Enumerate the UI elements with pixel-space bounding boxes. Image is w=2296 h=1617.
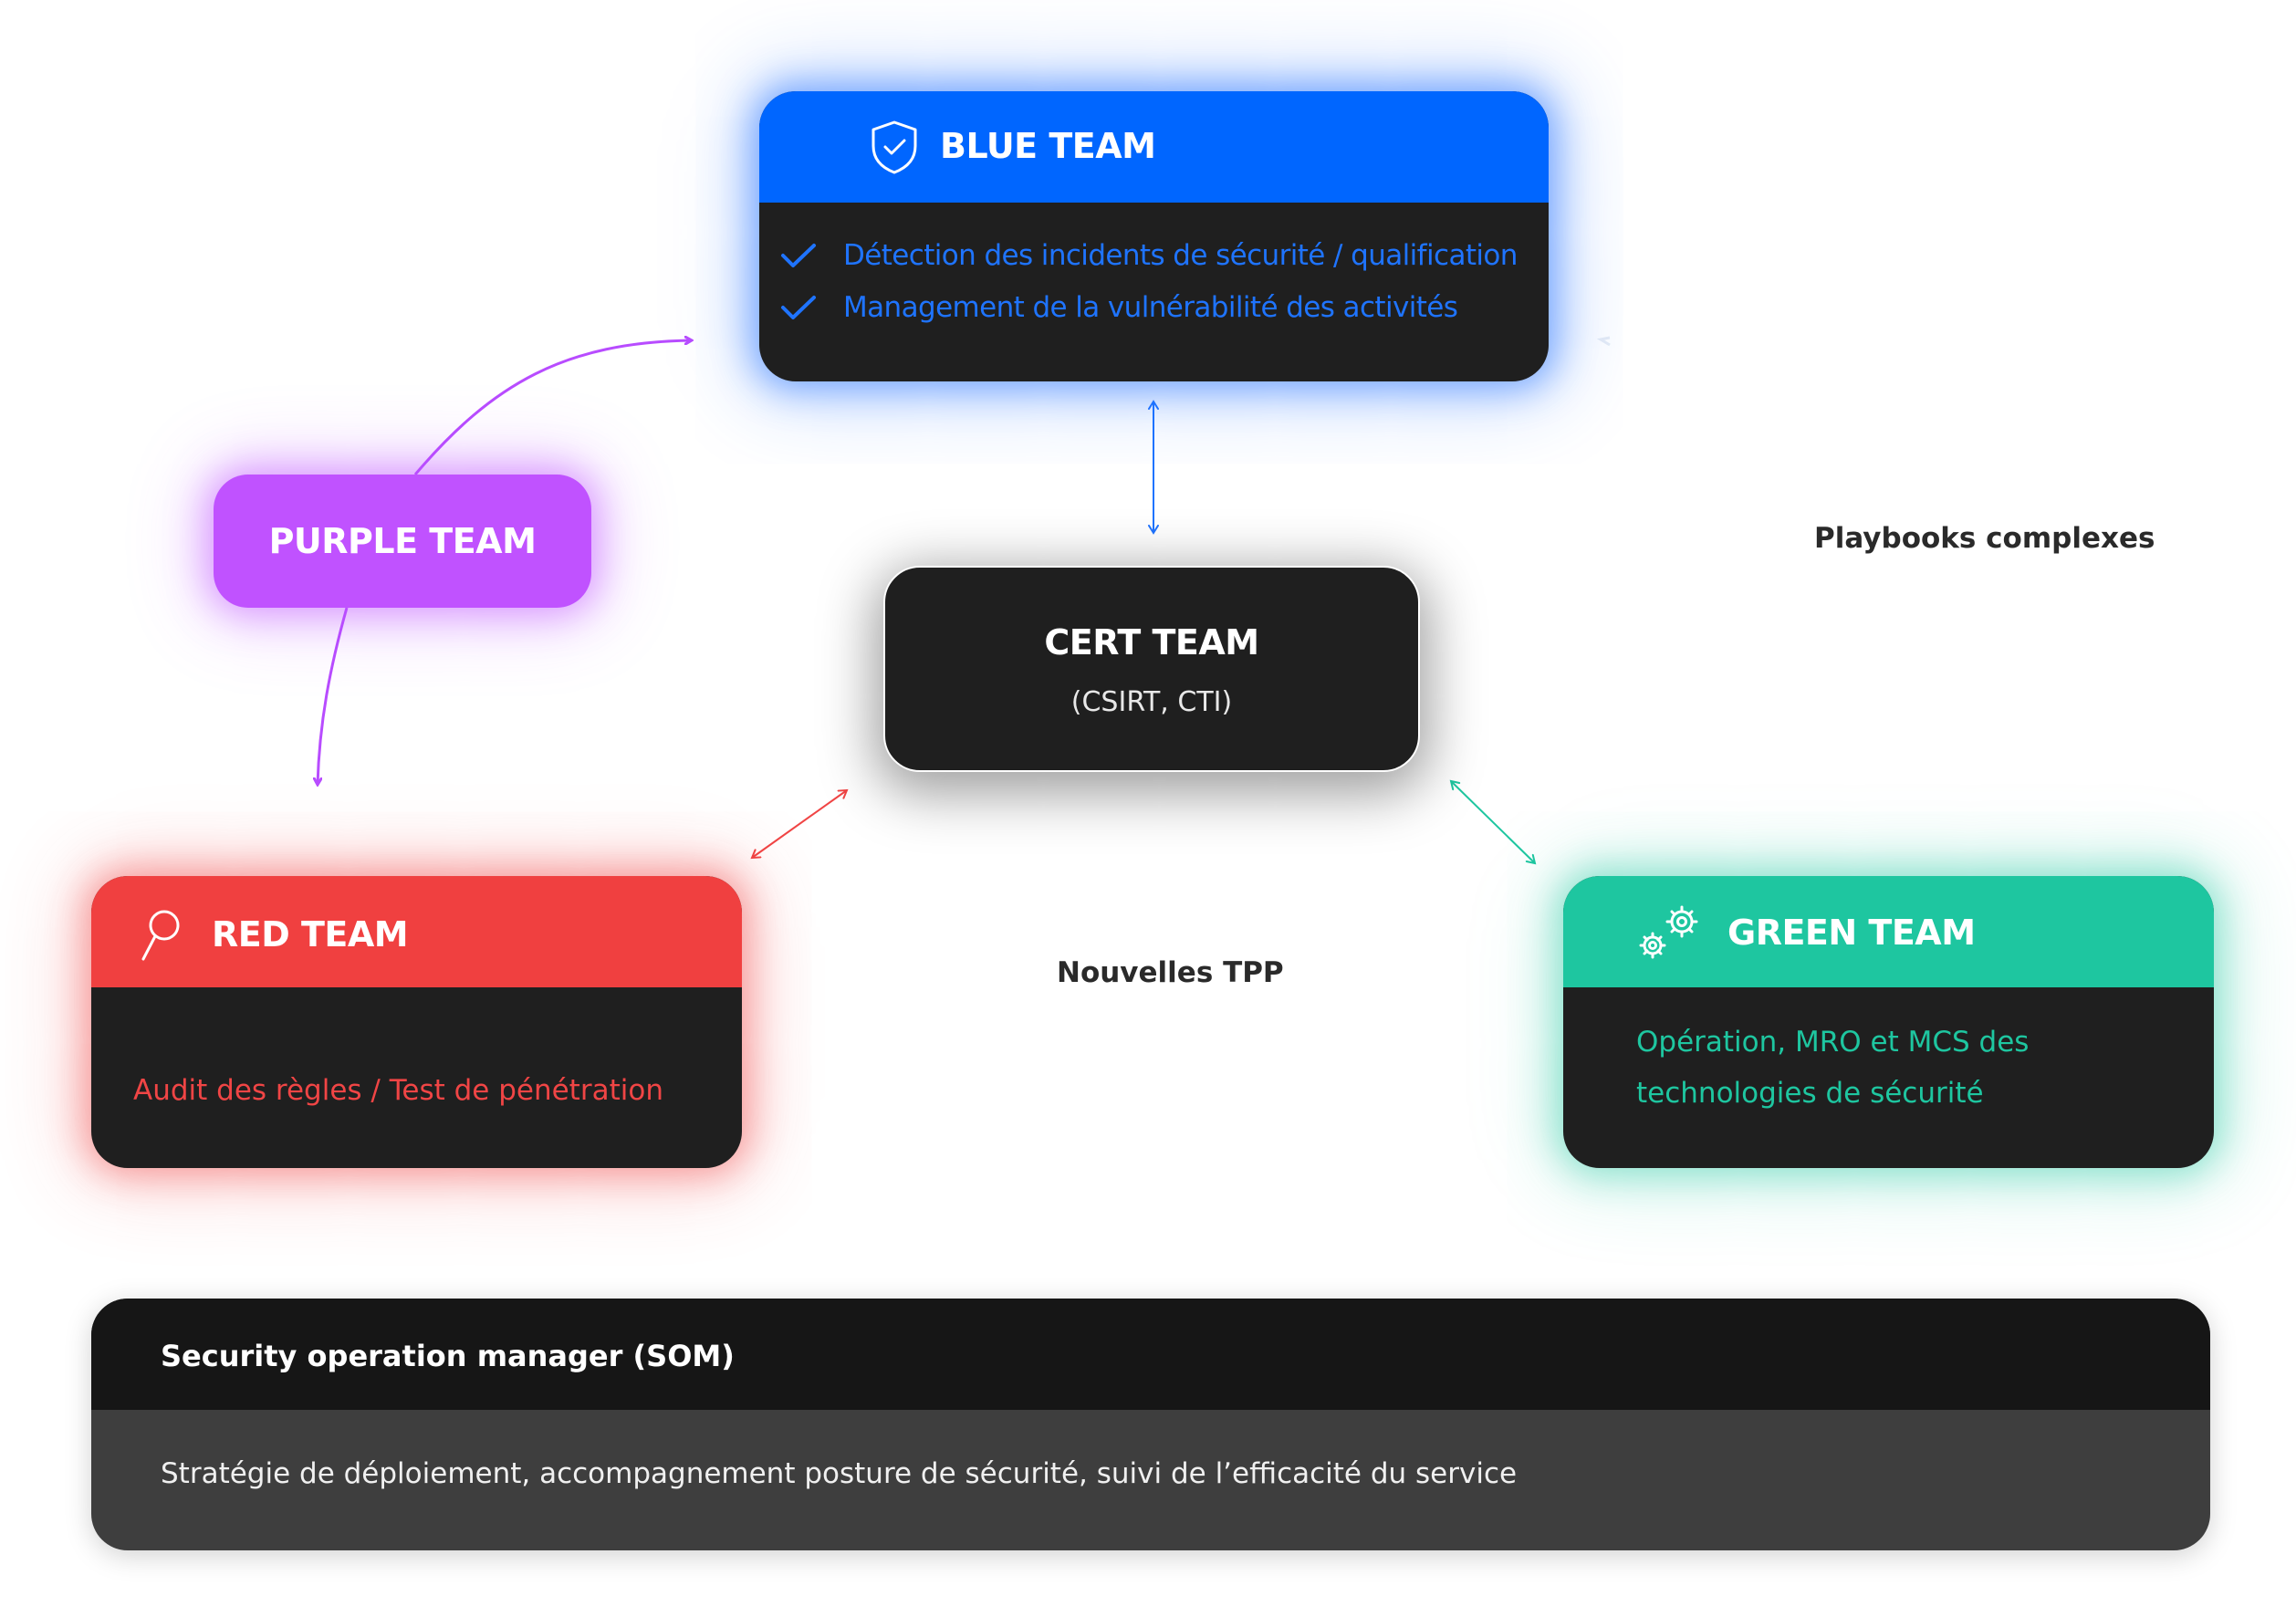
green-team-title: GREEN TEAM (1727, 913, 1976, 953)
check-icon (781, 244, 816, 267)
playbooks-label: Playbooks complexes (1814, 522, 2155, 555)
blue-team-card: BLUE TEAM Détection des incidents de séc… (759, 91, 1549, 381)
som-header: Security operation manager (SOM) (91, 1299, 2210, 1410)
purple-to-red-arrow (318, 607, 349, 785)
gears-icon (1639, 905, 1698, 959)
green-team-body: Opération, MRO et MCS des technologies d… (1563, 987, 2214, 1168)
cert-red-arrow (750, 788, 849, 860)
purple-team-box: PURPLE TEAM (214, 475, 591, 608)
cert-team-subtitle: (CSIRT, CTI) (1070, 686, 1233, 718)
red-team-header: RED TEAM (91, 876, 742, 987)
check-icon (781, 296, 816, 319)
red-team-card: RED TEAM Audit des règles / Test de péné… (91, 876, 742, 1168)
red-team-title: RED TEAM (212, 914, 409, 955)
blue-team-item-text: Management de la vulnérabilité des activ… (843, 291, 1458, 324)
cert-team-box: CERT TEAM (CSIRT, CTI) (883, 566, 1420, 772)
som-title: Security operation manager (SOM) (161, 1339, 735, 1373)
som-description: Stratégie de déploiement, accompagnement… (161, 1457, 1518, 1490)
blue-team-header: BLUE TEAM (759, 91, 1549, 203)
purple-to-blue-arrow (413, 340, 692, 475)
som-card: Security operation manager (SOM) Stratég… (91, 1299, 2210, 1550)
blue-team-item: Management de la vulnérabilité des activ… (779, 291, 1458, 324)
green-team-header: GREEN TEAM (1563, 876, 2214, 987)
faint-arrow-icon (1596, 336, 1611, 347)
blue-team-item: Détection des incidents de sécurité / qu… (779, 239, 1518, 272)
green-team-card: GREEN TEAM Opération, MRO et MCS des tec… (1563, 876, 2214, 1168)
blue-team-body: Détection des incidents de sécurité / qu… (759, 203, 1549, 381)
green-team-description-line: Opération, MRO et MCS des (1636, 1026, 2030, 1059)
magnifier-icon (141, 910, 180, 961)
blue-team-item-text: Détection des incidents de sécurité / qu… (843, 239, 1518, 272)
red-team-body: Audit des règles / Test de pénétration (91, 987, 742, 1168)
red-team-description: Audit des règles / Test de pénétration (133, 1074, 663, 1107)
nouvelles-tpp-label: Nouvelles TPP (1057, 956, 1284, 989)
green-team-description-line: technologies de sécurité (1636, 1077, 1984, 1110)
shield-check-icon (871, 120, 917, 174)
cert-green-arrow (1449, 779, 1537, 865)
cert-team-title: CERT TEAM (1044, 622, 1259, 662)
purple-team-title: PURPLE TEAM (268, 521, 537, 561)
blue-team-title: BLUE TEAM (940, 126, 1156, 166)
